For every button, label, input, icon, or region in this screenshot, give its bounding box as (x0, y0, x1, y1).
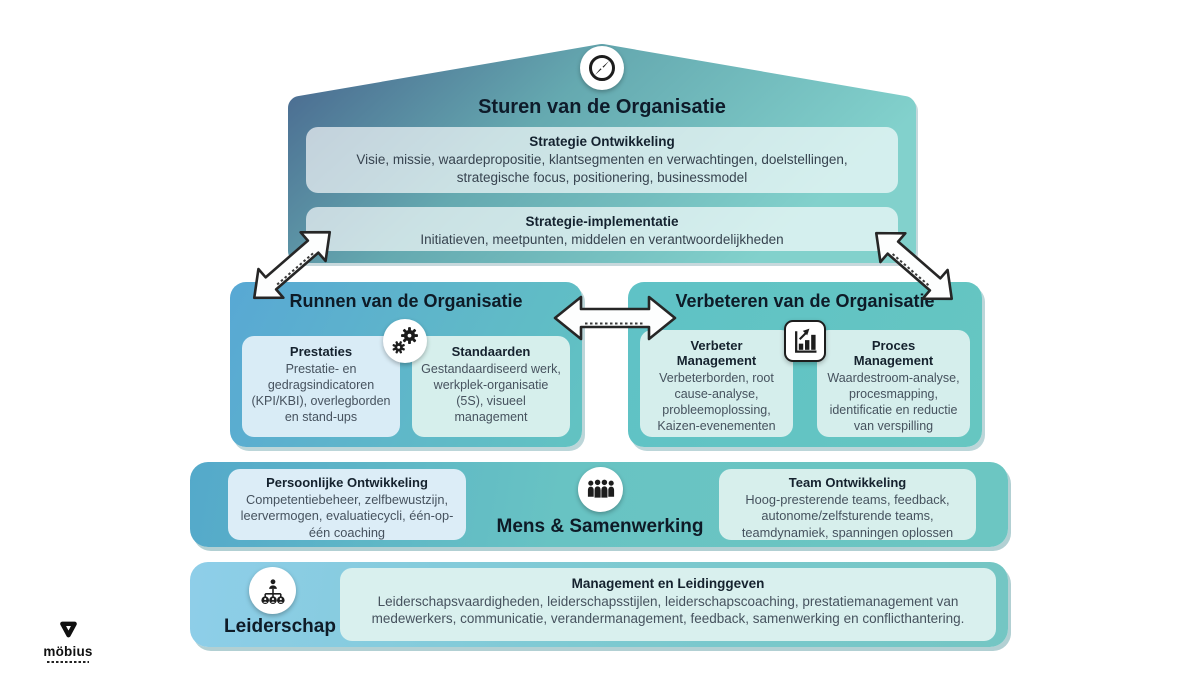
card-body: Prestatie- en gedragsindicatoren (KPI/KB… (251, 362, 391, 424)
team-ontwikkeling-card: Team Ontwikkeling Hoog-presterende teams… (719, 469, 976, 540)
mobius-logo-mark (59, 621, 77, 638)
mobius-logo: möbius (42, 619, 94, 663)
card-title: Strategie Ontwikkeling (529, 134, 675, 149)
runnen-title: Runnen van de Organisatie (289, 291, 523, 311)
card-body: Competentiebeheer, zelfbewustzijn, leerv… (240, 492, 454, 540)
compass-icon (580, 46, 624, 90)
arrow-sturen-verbeteren (874, 231, 954, 301)
prestaties-card: Prestaties Prestatie- en gedragsindicato… (242, 336, 400, 437)
gears-icon (383, 319, 427, 363)
card-body: Leiderschapsvaardigheden, leiderschapsst… (371, 594, 965, 627)
card-body: Initiatieven, meetpunten, middelen en ve… (420, 232, 784, 247)
arrow-sturen-runnen (252, 230, 332, 300)
sturen-title: Sturen van de Organisatie (478, 96, 726, 118)
card-body: Verbeterborden, root cause-analyse, prob… (657, 371, 776, 433)
people-icon (578, 467, 623, 512)
card-title: Proces Management (853, 338, 934, 368)
strategie-ontwikkeling-card: Strategie Ontwikkeling Visie, missie, wa… (306, 127, 898, 193)
bar-chart-icon (784, 320, 826, 362)
card-body: Waardestroom-analyse, procesmapping, ide… (827, 371, 960, 433)
proces-management-card: Proces Management Waardestroom-analyse, … (817, 330, 970, 437)
card-title: Standaarden (451, 344, 531, 359)
verbeteren-title: Verbeteren van de Organisatie (675, 291, 935, 311)
card-title: Persoonlijke Ontwikkeling (266, 475, 428, 490)
card-title: Management en Leidinggeven (571, 576, 765, 591)
card-body: Visie, missie, waardepropositie, klantse… (356, 152, 848, 185)
card-body: Gestandaardiseerd werk, werkplek-organis… (421, 362, 561, 424)
card-body: Hoog-presterende teams, feedback, autono… (741, 492, 954, 540)
persoonlijke-ontwikkeling-card: Persoonlijke Ontwikkeling Competentiebeh… (228, 469, 466, 540)
mobius-wordmark: möbius (43, 644, 93, 659)
logo-tagline (47, 660, 89, 663)
card-title: Verbeter Management (676, 338, 757, 368)
arrow-runnen-verbeteren (553, 295, 677, 341)
card-title: Strategie-implementatie (525, 214, 679, 229)
standaarden-card: Standaarden Gestandaardiseerd werk, werk… (412, 336, 570, 437)
card-title: Prestaties (289, 344, 353, 359)
management-leidinggeven-card: Management en Leidinggeven Leiderschapsv… (340, 568, 996, 641)
verbeter-management-card: Verbeter Management Verbeterborden, root… (640, 330, 793, 437)
org-chart-icon (249, 567, 296, 614)
card-title: Team Ontwikkeling (788, 475, 907, 490)
mens-samenwerking-title: Mens & Samenwerking (496, 516, 704, 537)
strategie-implementatie-card: Strategie-implementatie Initiatieven, me… (306, 207, 898, 251)
leiderschap-title: Leiderschap (224, 616, 336, 637)
